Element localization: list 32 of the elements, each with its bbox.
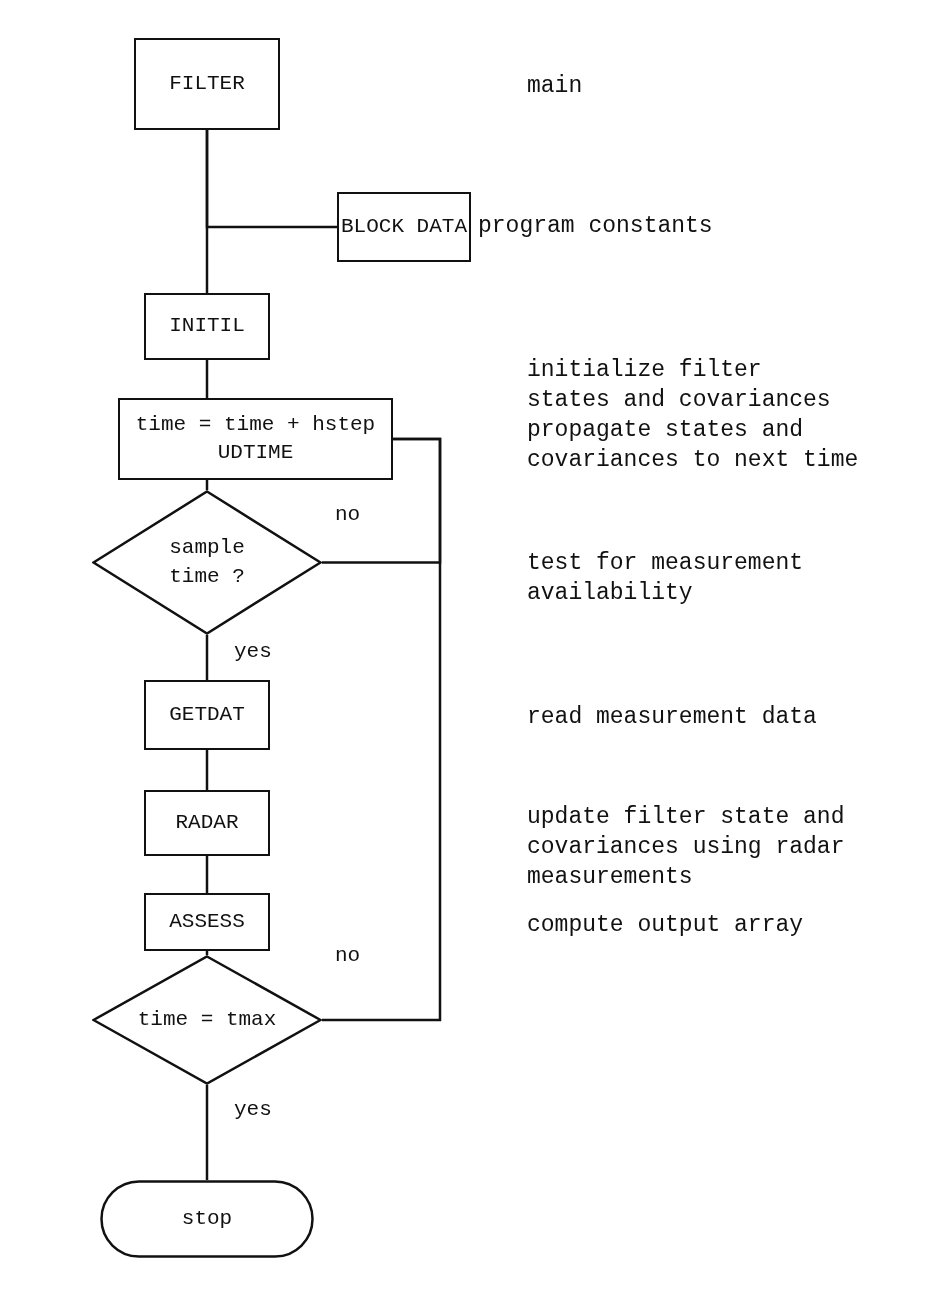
node-label: sample time ? [168, 535, 246, 590]
connector-line [205, 856, 209, 893]
node-label: time = tmax [137, 1006, 277, 1033]
node-label: FILTER [169, 70, 245, 97]
description-text: compute output array [527, 911, 805, 940]
node-label: GETDAT [169, 701, 245, 728]
node-label: time = time + hstep [135, 411, 376, 438]
connector-line [205, 750, 209, 790]
description-text: program constants [478, 212, 714, 241]
process-box [337, 192, 471, 262]
connector-line [205, 635, 209, 680]
process-box [118, 398, 393, 480]
node-label: BLOCK DATA [341, 213, 467, 240]
description-text: test for measurement availability [527, 549, 805, 608]
connector-line [205, 1085, 209, 1180]
process-box [144, 893, 270, 951]
connector-line [322, 437, 442, 1022]
node-label: RADAR [175, 809, 239, 836]
connector-line [205, 360, 209, 398]
description-text: update filter state and covariances using radar measurements [527, 803, 846, 892]
node-label: INITIL [169, 313, 245, 340]
description-text: propagate states and covariances to next time [527, 416, 859, 475]
description-text: main [527, 72, 584, 101]
process-box [144, 790, 270, 856]
description-text: read measurement data [527, 703, 818, 732]
process-box [134, 38, 280, 130]
node-label: UDTIME [217, 440, 294, 466]
process-box [144, 680, 270, 750]
node-label: stop [181, 1205, 233, 1232]
connector-line [205, 130, 337, 229]
process-box [144, 293, 270, 360]
node-label: ASSESS [169, 908, 245, 935]
